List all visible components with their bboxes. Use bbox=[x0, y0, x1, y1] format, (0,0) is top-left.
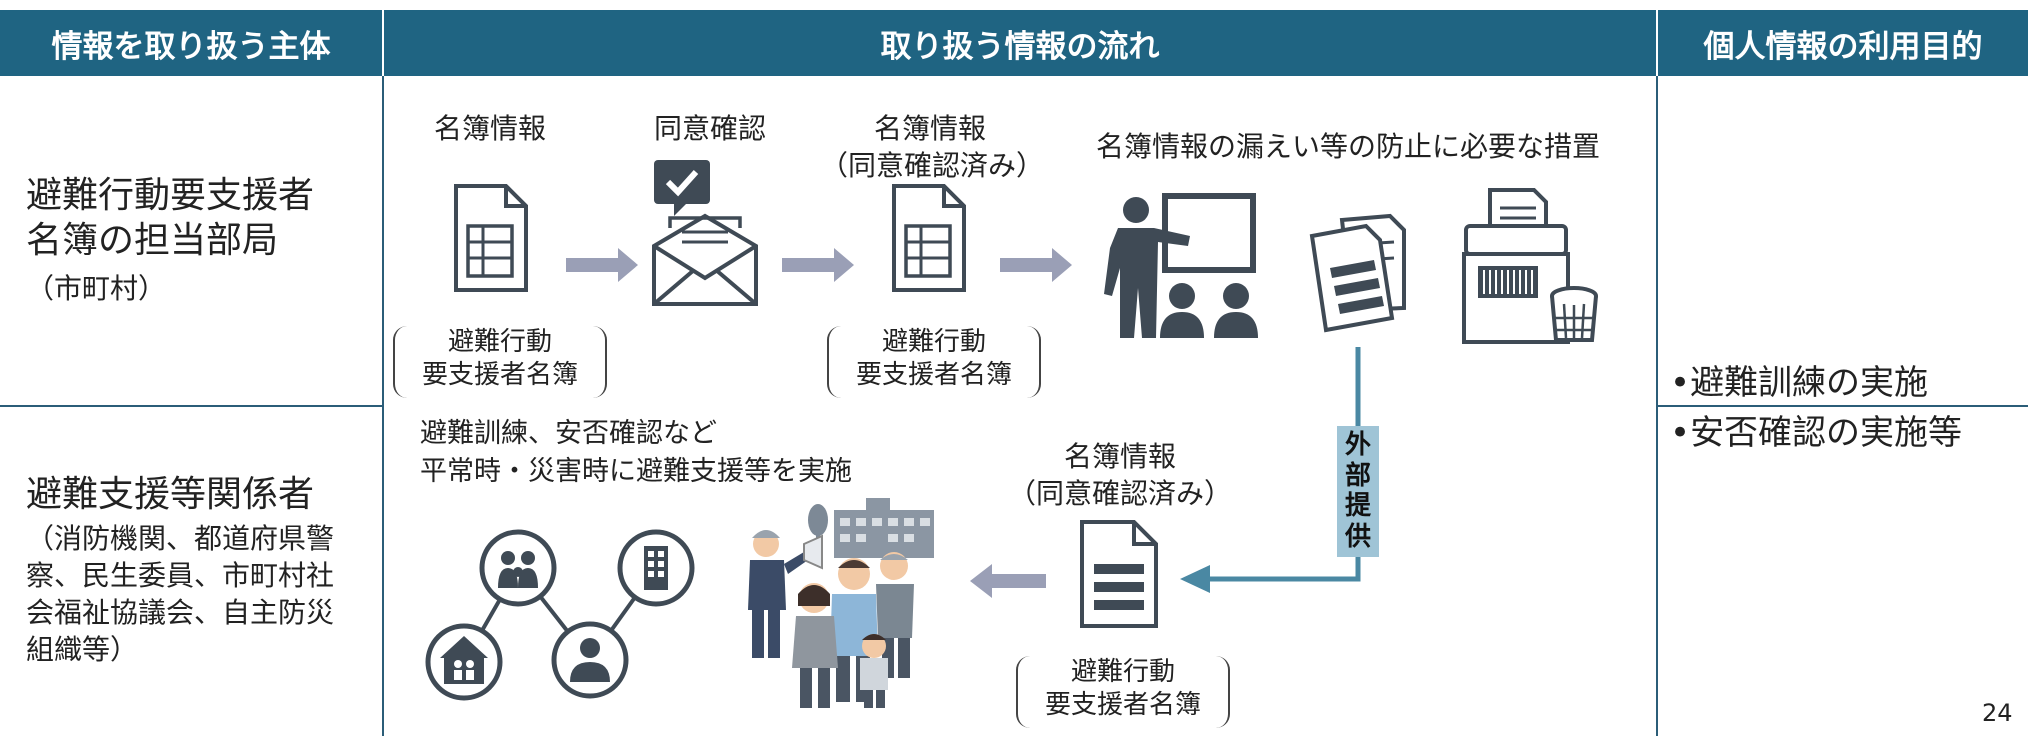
document-text-icon bbox=[1080, 520, 1158, 628]
training-presenter-icon bbox=[1104, 193, 1258, 338]
row2-detail-line3: 会福祉協議会、自主防災 bbox=[26, 596, 335, 629]
header-flow: 取り扱う情報の流れ bbox=[384, 10, 1656, 76]
page-number: 24 bbox=[1982, 699, 2013, 727]
activity-line1: 避難訓練、安否確認など bbox=[420, 418, 717, 449]
row-divider-right bbox=[1657, 405, 2028, 407]
lower-doc-label-line1: 名簿情報 bbox=[1063, 440, 1176, 473]
arrow-right-icon bbox=[1000, 248, 1072, 282]
row-divider-left bbox=[0, 405, 383, 407]
activity-line2: 平常時・災害時に避難支援等を実施 bbox=[420, 456, 852, 487]
roster-bracket-3: 避難行動要支援者名簿 bbox=[1016, 656, 1230, 728]
lower-doc-label-line2: （同意確認済み） bbox=[1007, 477, 1232, 510]
purpose-item-2: •安否確認の実施等 bbox=[1670, 413, 1963, 453]
consent-envelope-icon bbox=[652, 160, 758, 306]
roster-bracket-2: 避難行動要支援者名簿 bbox=[827, 326, 1041, 398]
header-purpose: 個人情報の利用目的 bbox=[1658, 10, 2028, 76]
row2-detail-line2: 察、民生委員、市町村社 bbox=[26, 559, 335, 592]
evacuation-people-illustration bbox=[748, 498, 934, 708]
roster-bracket-1: 避難行動要支援者名簿 bbox=[393, 326, 607, 398]
shredder-icon bbox=[1462, 188, 1598, 344]
row1-subtitle: （市町村） bbox=[26, 272, 167, 305]
arrow-left-icon bbox=[970, 564, 1046, 598]
external-provision-label: 外 部 提 供 bbox=[1337, 426, 1379, 557]
arrow-right-icon bbox=[782, 248, 854, 282]
document-table-icon bbox=[454, 184, 528, 292]
row2-detail-line1: （消防機関、都道府県警 bbox=[26, 522, 335, 555]
row1-title-line2: 名簿の担当部局 bbox=[26, 220, 279, 261]
step4-label: 名簿情報の漏えい等の防止に必要な措置 bbox=[1095, 130, 1600, 163]
row2-detail-line4: 組織等） bbox=[26, 633, 139, 666]
row2-title: 避難支援等関係者 bbox=[26, 474, 315, 515]
document-table-icon bbox=[892, 184, 966, 292]
documents-stack-icon bbox=[1309, 213, 1406, 333]
support-network-icon bbox=[425, 529, 695, 701]
arrow-right-icon bbox=[566, 248, 638, 282]
step2-label: 同意確認 bbox=[653, 112, 766, 145]
row1-title-line1: 避難行動要支援者 bbox=[26, 175, 315, 216]
purpose-item-1: •避難訓練の実施 bbox=[1670, 363, 1929, 403]
step3-label-line1: 名簿情報 bbox=[873, 112, 986, 145]
step3-label-line2: （同意確認済み） bbox=[820, 149, 1045, 182]
column-divider-1 bbox=[382, 76, 384, 736]
step1-label: 名簿情報 bbox=[433, 112, 546, 145]
external-provision-arrow bbox=[1180, 347, 1361, 593]
header-subject: 情報を取り扱う主体 bbox=[0, 10, 382, 76]
